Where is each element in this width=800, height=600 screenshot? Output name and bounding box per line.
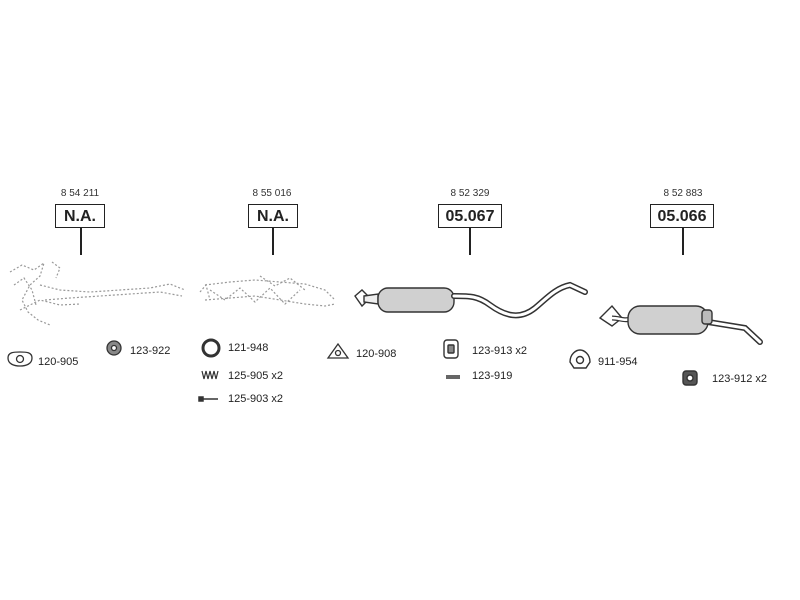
center-muffler[interactable]: [354, 281, 588, 319]
triangle-gasket-icon: [326, 342, 350, 359]
accessory-label-120-905: 120-905: [38, 356, 79, 368]
rear-muffler[interactable]: [598, 304, 763, 345]
clamp-icon: [569, 349, 591, 369]
assembly-code-box-1[interactable]: N.A.: [55, 204, 105, 228]
assembly-code-box-3[interactable]: 05.067: [438, 204, 502, 228]
accessory-label-123-919: 123-919: [472, 370, 513, 382]
spring-icon: [201, 370, 219, 380]
leader-line-4: [682, 228, 684, 255]
leader-line-1: [80, 228, 82, 255]
accessory-label-125-905: 125-905 x2: [228, 370, 284, 382]
accessory-label-123-912: 123-912 x2: [712, 373, 768, 385]
part-number-1: 8 54 211: [60, 188, 100, 199]
catalyst-pipe-dashed[interactable]: [199, 275, 336, 307]
leader-line-3: [469, 228, 471, 255]
strap-icon: [446, 375, 460, 379]
accessory-label-911-954: 911-954: [598, 356, 638, 368]
seal-ring-icon: [201, 338, 221, 358]
assembly-code-box-2[interactable]: N.A.: [248, 204, 298, 228]
leader-line-2: [272, 228, 274, 255]
rubber-mount-icon: [106, 340, 122, 356]
accessory-label-125-903: 125-903 x2: [228, 393, 284, 405]
part-number-4: 8 52 883: [663, 188, 703, 199]
accessory-label-121-948: 121-948: [228, 342, 269, 354]
rubber-ring-icon: [682, 370, 698, 386]
accessory-label-123-913: 123-913 x2: [472, 345, 528, 357]
front-pipe-dashed[interactable]: [9, 261, 186, 326]
bolt-icon: [198, 396, 218, 402]
assembly-code-box-4[interactable]: 05.066: [650, 204, 714, 228]
part-number-3: 8 52 329: [450, 188, 490, 199]
flange-gasket-icon: [7, 351, 33, 367]
accessory-label-120-908: 120-908: [356, 348, 397, 360]
part-number-2: 8 55 016: [252, 188, 292, 199]
hanger-icon: [443, 339, 459, 359]
accessory-label-123-922: 123-922: [130, 345, 171, 357]
